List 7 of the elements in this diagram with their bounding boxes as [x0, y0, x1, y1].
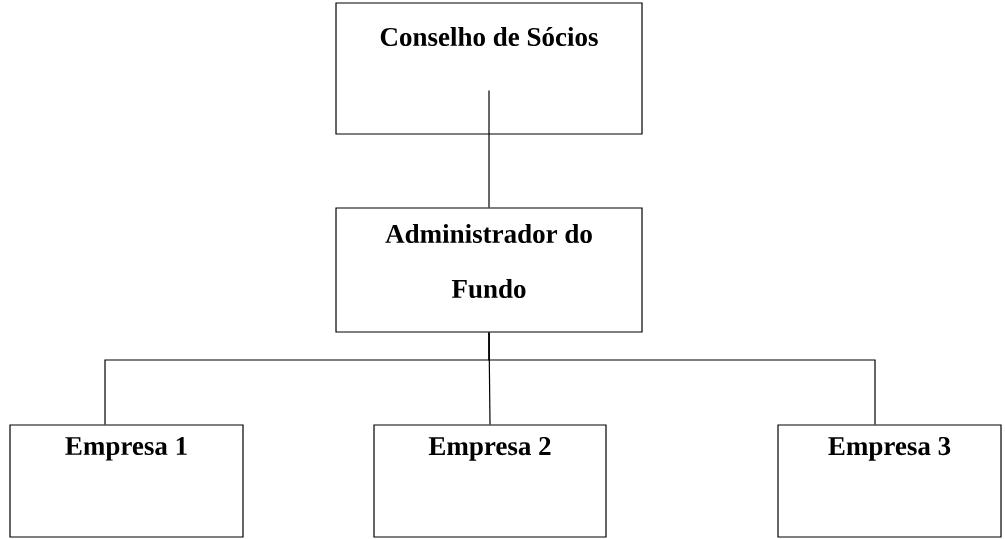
connector-line: [488, 90, 490, 208]
connector-line: [488, 332, 876, 425]
org-box: Empresa 2: [373, 424, 607, 538]
org-box: Conselho de Sócios: [335, 2, 643, 135]
org-box: Empresa 1: [9, 424, 244, 538]
org-box: Administrador do Fundo: [335, 207, 643, 333]
org-box: Empresa 3: [777, 424, 1002, 538]
